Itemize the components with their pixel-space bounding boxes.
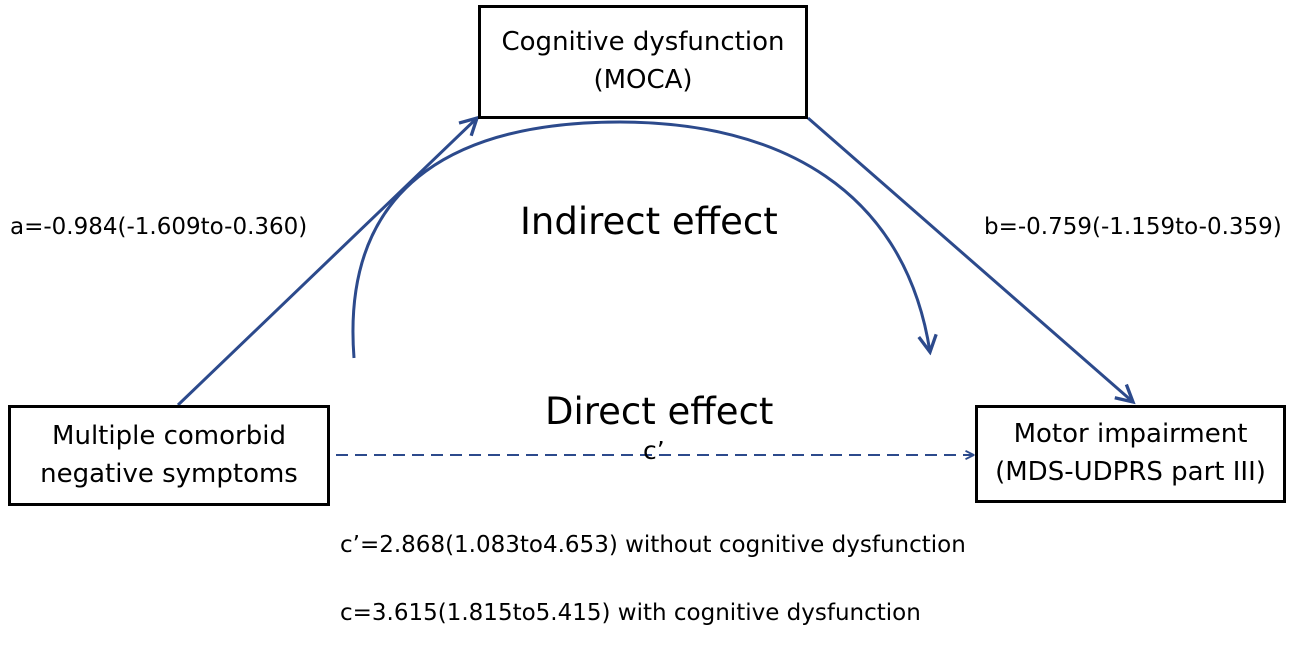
direct-effect-label: Direct effect [545, 390, 774, 433]
predictor-node-box: Multiple comorbid negative symptoms [8, 405, 330, 506]
path-a-coefficient: a=-0.984(-1.609to-0.360) [10, 214, 308, 240]
c-prime-label: c’ [643, 436, 665, 465]
mediator-node-line1: Cognitive dysfunction [501, 27, 785, 58]
outcome-node-line2: (MDS-UDPRS part III) [995, 457, 1266, 487]
mediator-node-line2: (MOCA) [593, 65, 693, 95]
path-a-arrow [176, 118, 477, 407]
mediator-node-box: Cognitive dysfunction (MOCA) [478, 5, 808, 119]
path-b-coefficient: b=-0.759(-1.159to-0.359) [984, 214, 1282, 240]
predictor-node-line1: Multiple comorbid [52, 420, 286, 451]
path-b-arrow [807, 116, 1133, 402]
indirect-effect-arc [351, 120, 930, 359]
total-effect-note: c=3.615(1.815to5.415) with cognitive dys… [340, 600, 921, 626]
predictor-node-line2: negative symptoms [40, 458, 298, 489]
direct-effect-note: c’=2.868(1.083to4.653) without cognitive… [340, 532, 966, 558]
outcome-node-box: Motor impairment (MDS-UDPRS part III) [975, 405, 1286, 503]
outcome-node-line1: Motor impairment [1013, 419, 1248, 450]
indirect-effect-label: Indirect effect [520, 200, 778, 243]
